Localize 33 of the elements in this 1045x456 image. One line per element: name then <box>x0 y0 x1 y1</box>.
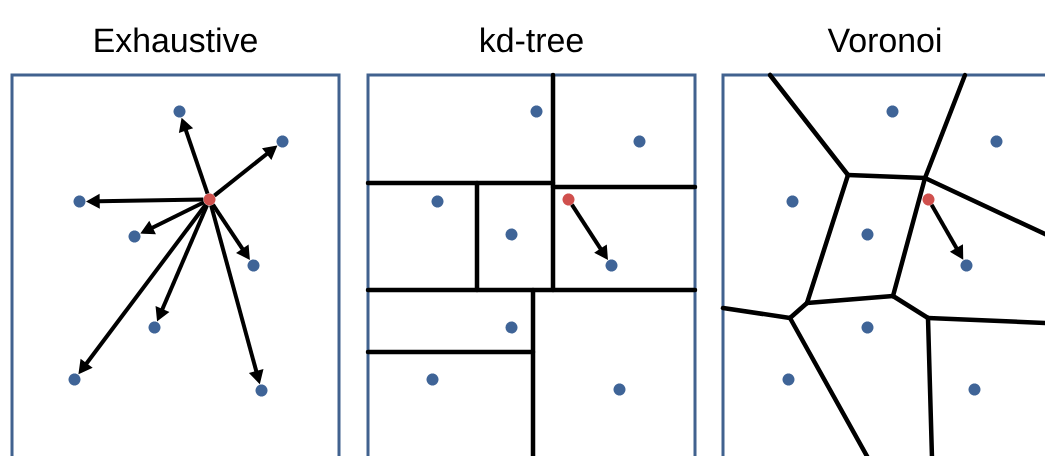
data-point <box>431 195 444 208</box>
data-point <box>173 105 186 118</box>
data-point <box>276 135 289 148</box>
data-point <box>505 228 518 241</box>
query-point <box>922 193 935 206</box>
data-point <box>782 373 795 386</box>
data-point <box>861 321 874 334</box>
data-point <box>73 195 86 208</box>
data-point <box>886 105 899 118</box>
query-point <box>203 193 216 206</box>
data-point <box>861 228 874 241</box>
node-label: Exhaustive <box>95 27 257 53</box>
data-point <box>255 384 268 397</box>
panel: Voronoi <box>721 27 1045 456</box>
data-point <box>605 259 618 272</box>
data-point <box>960 259 973 272</box>
query-point <box>562 193 575 206</box>
data-point <box>68 373 81 386</box>
data-point <box>968 383 981 396</box>
data-point <box>426 373 439 386</box>
data-point <box>505 321 518 334</box>
data-point <box>990 135 1003 148</box>
node-label: Voronoi <box>827 27 941 53</box>
data-point <box>613 383 626 396</box>
panel: kd-tree <box>366 27 697 456</box>
panel: Exhaustive <box>10 27 341 456</box>
data-point <box>148 321 161 334</box>
node-label: kd-tree <box>481 27 583 53</box>
data-point <box>247 259 260 272</box>
data-point <box>128 230 141 243</box>
data-point <box>530 105 543 118</box>
data-point <box>633 135 646 148</box>
data-point <box>786 195 799 208</box>
